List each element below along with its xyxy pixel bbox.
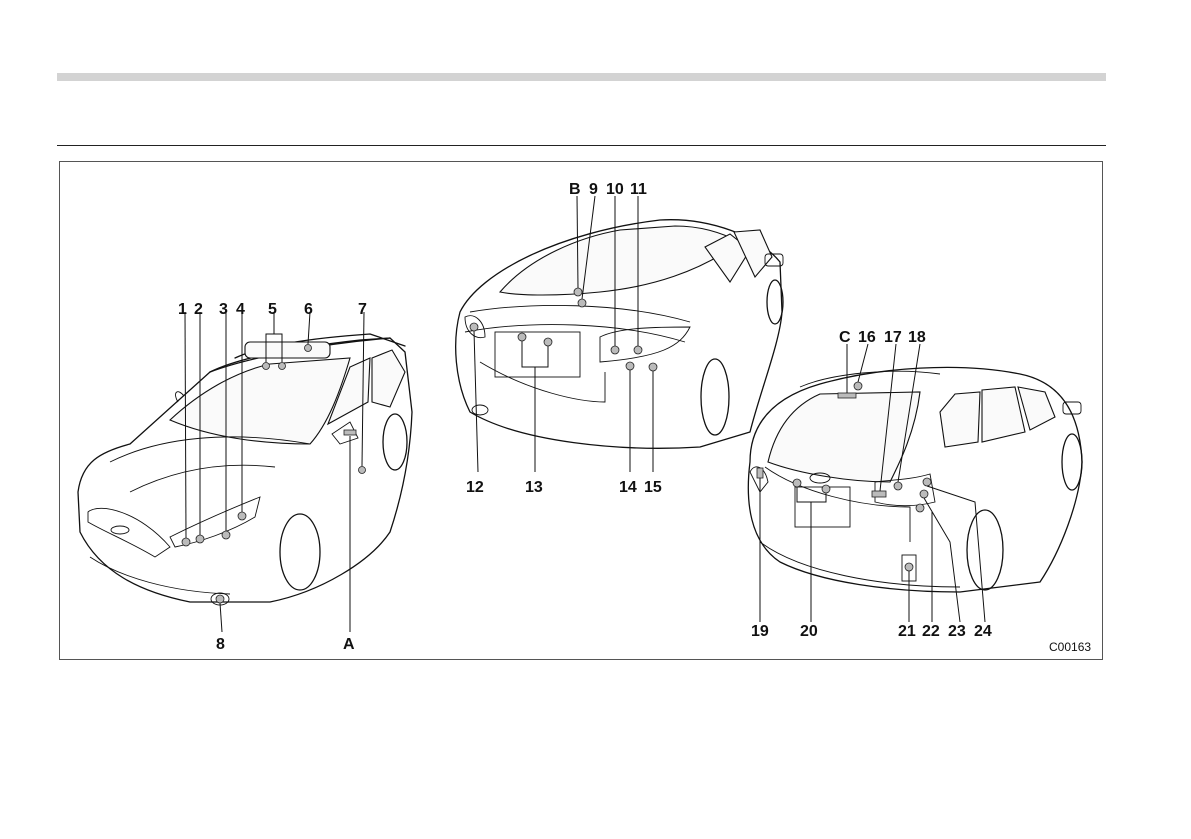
- label-5: 5: [268, 301, 277, 318]
- label-A: A: [343, 636, 355, 653]
- rear-wagon-illustration: [748, 344, 1082, 622]
- header-gray-bar: [57, 73, 1106, 81]
- label-23: 23: [948, 623, 966, 640]
- label-22: 22: [922, 623, 940, 640]
- label-14: 14: [619, 479, 637, 496]
- front-wagon-illustration: [78, 312, 412, 632]
- label-13: 13: [525, 479, 543, 496]
- vehicle-light-locations-figure: 1 2 3 4 5 6 7 8 A: [59, 161, 1103, 660]
- rear-sedan-illustration: [456, 196, 783, 472]
- label-18: 18: [908, 329, 926, 346]
- label-1: 1: [178, 301, 187, 318]
- label-17: 17: [884, 329, 902, 346]
- label-6: 6: [304, 301, 313, 318]
- label-19: 19: [751, 623, 769, 640]
- label-3: 3: [219, 301, 228, 318]
- label-C: C: [839, 329, 851, 346]
- label-16: 16: [858, 329, 876, 346]
- label-9: 9: [589, 181, 598, 198]
- label-20: 20: [800, 623, 818, 640]
- label-8: 8: [216, 636, 225, 653]
- label-21: 21: [898, 623, 916, 640]
- label-4: 4: [236, 301, 245, 318]
- label-B: B: [569, 181, 581, 198]
- label-7: 7: [358, 301, 367, 318]
- label-10: 10: [606, 181, 624, 198]
- label-15: 15: [644, 479, 662, 496]
- image-code: C00163: [1049, 640, 1091, 654]
- label-2: 2: [194, 301, 203, 318]
- header-rule: [57, 145, 1106, 146]
- label-24: 24: [974, 623, 992, 640]
- label-12: 12: [466, 479, 484, 496]
- label-11: 11: [630, 181, 647, 198]
